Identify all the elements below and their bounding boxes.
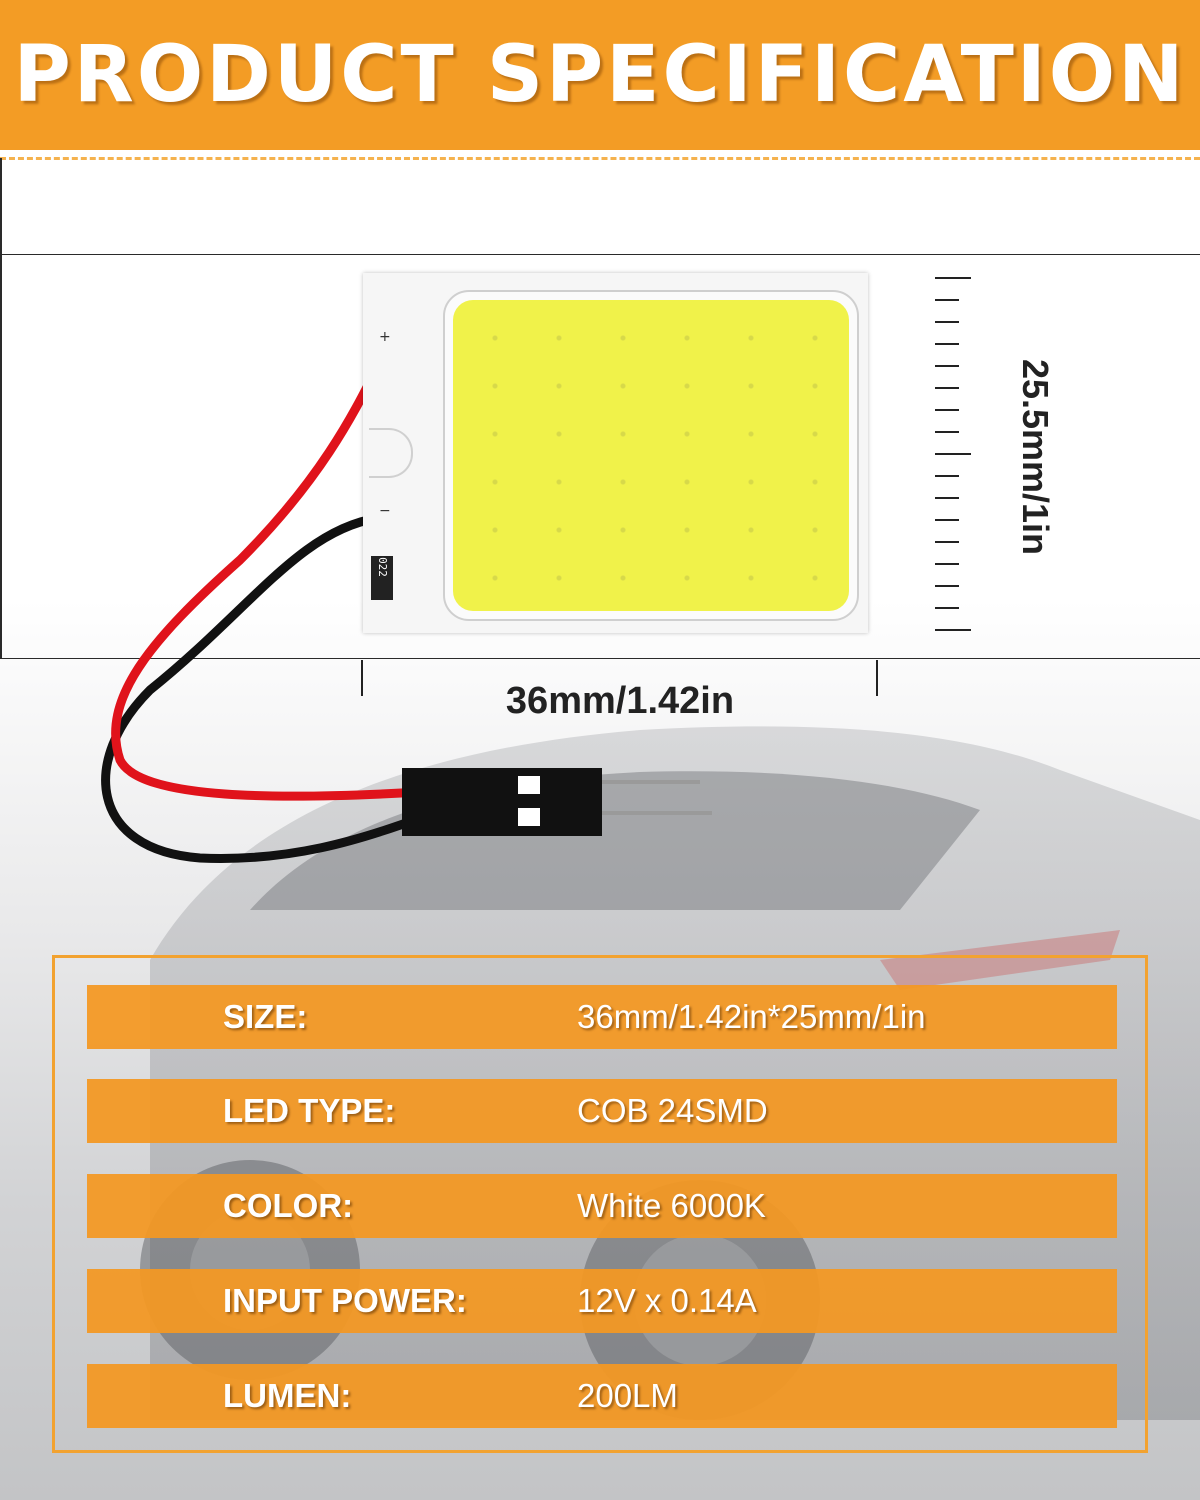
mounting-cutout — [369, 428, 413, 478]
page-title: PRODUCT SPECIFICATION — [13, 30, 1187, 120]
spec-label: LUMEN: — [223, 1377, 352, 1414]
plug-connector — [402, 768, 602, 836]
wire-assembly — [101, 347, 712, 863]
pcb-code-label: 022 — [371, 556, 393, 600]
negative-sign: − — [379, 503, 391, 519]
spec-row-led-type: LED TYPE: COB 24SMD — [87, 1079, 1117, 1143]
spec-row-input-power: INPUT POWER: 12V x 0.14A — [87, 1269, 1117, 1333]
spec-row-size: SIZE: 36mm/1.42in*25mm/1in — [87, 985, 1117, 1049]
negative-wire — [101, 513, 425, 863]
top-guide-line — [0, 254, 1200, 255]
bottom-guide-line — [0, 658, 1200, 659]
led-chip-frame — [443, 290, 859, 621]
positive-sign: + — [379, 329, 391, 345]
width-tick-right — [876, 660, 878, 696]
dashed-divider — [0, 157, 1200, 160]
spec-value: 200LM — [577, 1377, 678, 1414]
spec-row-lumen: LUMEN: 200LM — [87, 1364, 1117, 1428]
spec-value: COB 24SMD — [577, 1092, 768, 1129]
width-tick-left — [361, 660, 363, 696]
spec-value: 12V x 0.14A — [577, 1282, 757, 1319]
header-banner: PRODUCT SPECIFICATION — [0, 0, 1200, 150]
vertical-ruler — [935, 277, 971, 631]
width-dimension-label: 36mm/1.42in — [505, 680, 735, 722]
spec-label: COLOR: — [223, 1187, 354, 1224]
spec-label: INPUT POWER: — [223, 1282, 467, 1319]
spec-row-color: COLOR: White 6000K — [87, 1174, 1117, 1238]
led-panel-board: + − 022 — [363, 273, 868, 633]
led-chip-face — [453, 300, 849, 611]
left-guide-line — [0, 158, 2, 658]
positive-wire — [111, 347, 425, 801]
spec-value: 36mm/1.42in*25mm/1in — [577, 998, 926, 1035]
spec-label: SIZE: — [223, 998, 308, 1035]
height-dimension-label: 25.5mm/1in — [1015, 358, 1056, 556]
spec-value: White 6000K — [577, 1187, 766, 1224]
spec-label: LED TYPE: — [223, 1092, 396, 1129]
spec-table-frame — [52, 955, 1148, 1453]
